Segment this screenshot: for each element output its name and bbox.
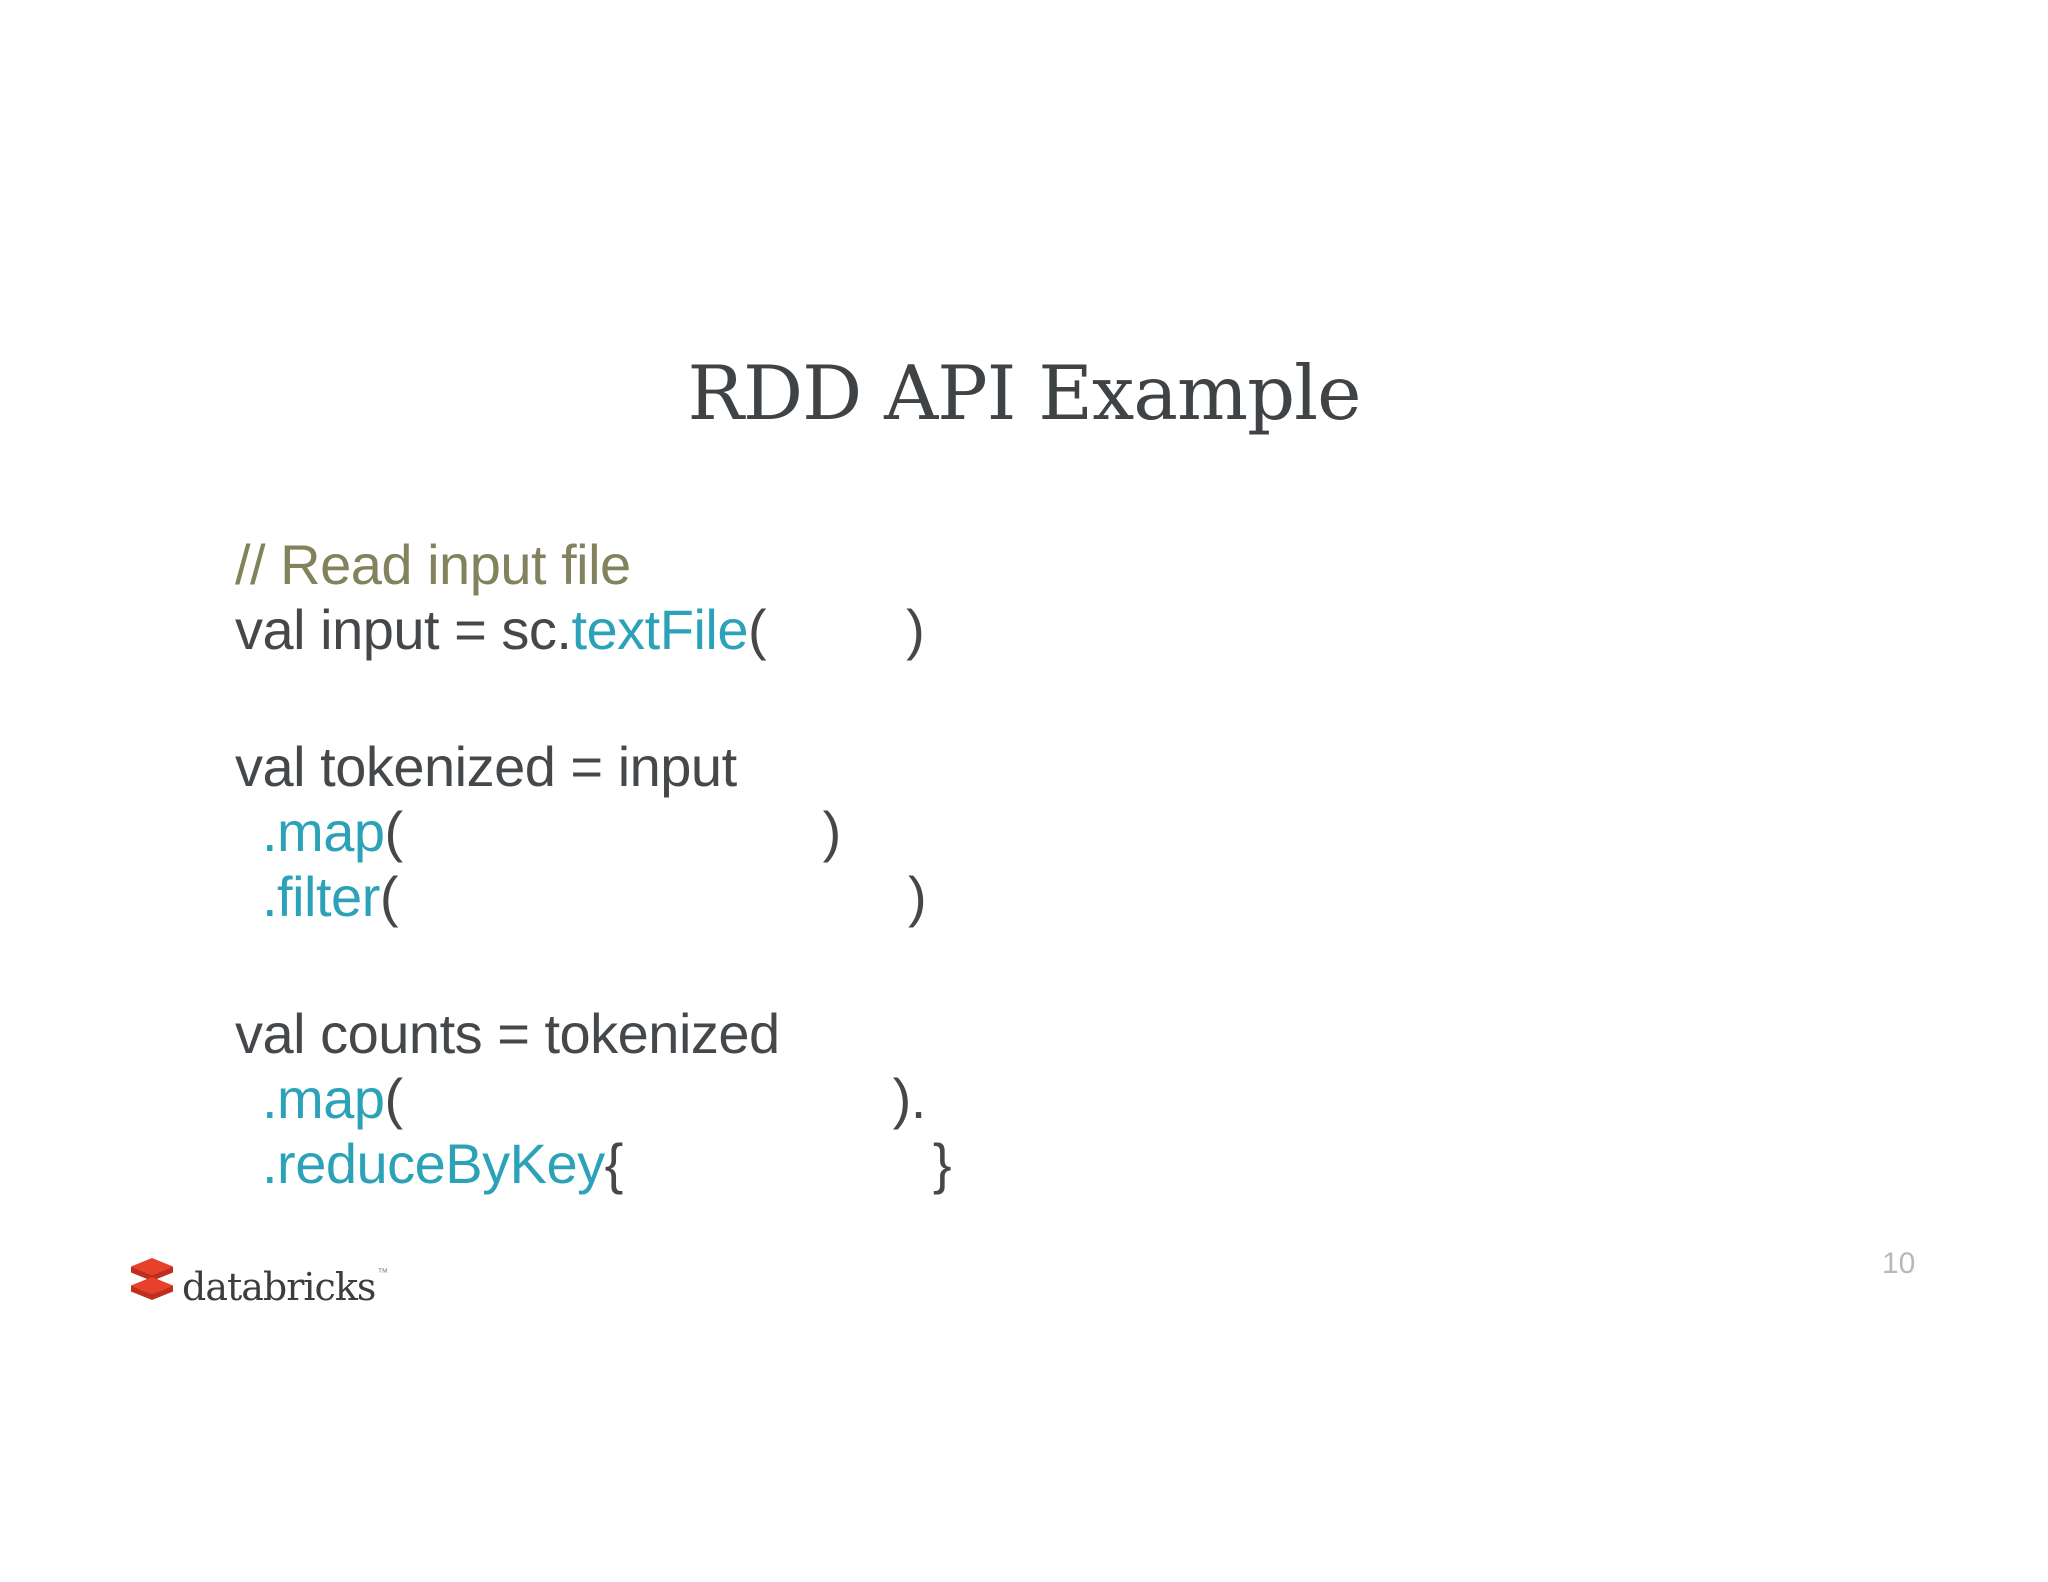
code-token-function: .map — [262, 1067, 385, 1130]
code-token-plain: val tokenized = input — [235, 735, 737, 798]
code-token-plain: ) — [908, 865, 927, 928]
code-token-comment: // Read input file — [235, 533, 631, 596]
code-line: val input = sc.textFile() — [235, 597, 951, 662]
hidden-argument-gap — [398, 915, 908, 916]
hidden-argument-gap — [403, 850, 823, 851]
databricks-bricks-icon — [131, 1258, 173, 1300]
code-line: .map(). — [235, 1066, 951, 1131]
code-line: .map() — [235, 799, 951, 864]
code-token-plain: ). — [892, 1067, 927, 1130]
code-token-plain: ) — [906, 598, 925, 661]
trademark-symbol: ™ — [377, 1267, 388, 1279]
code-token-plain: ) — [822, 800, 842, 863]
hidden-argument-gap — [403, 1117, 893, 1118]
code-token-plain: } — [932, 1132, 952, 1195]
code-token-function: .reduceByKey — [262, 1132, 605, 1195]
code-token-plain: val counts = tokenized — [235, 1002, 780, 1065]
code-line: // Read input file — [235, 532, 951, 597]
code-token-function: .filter — [262, 865, 380, 928]
page-number: 10 — [1882, 1247, 1916, 1280]
code-line: .reduceByKey{} — [235, 1131, 952, 1196]
code-line: .filter() — [235, 864, 951, 929]
code-token-plain: ( — [747, 598, 767, 661]
code-token-function: textFile — [571, 598, 748, 661]
hidden-argument-gap — [623, 1182, 933, 1183]
code-token-plain: ( — [384, 800, 404, 863]
code-stanza: val counts = tokenized.map()..reduceByKe… — [235, 1001, 952, 1196]
code-token-function: .map — [262, 800, 385, 863]
code-token-plain: { — [604, 1132, 624, 1195]
code-stanza: val tokenized = input.map().filter() — [235, 734, 951, 929]
code-token-plain: ( — [384, 1067, 404, 1130]
databricks-wordmark-text: databricks — [182, 1265, 376, 1309]
code-token-plain: val input = sc. — [235, 598, 572, 661]
code-token-plain: ( — [379, 865, 399, 928]
slide-title: RDD API Example — [687, 349, 1362, 437]
code-line: val counts = tokenized — [235, 1001, 951, 1066]
hidden-argument-gap — [766, 648, 906, 649]
code-line: val tokenized = input — [235, 734, 951, 799]
